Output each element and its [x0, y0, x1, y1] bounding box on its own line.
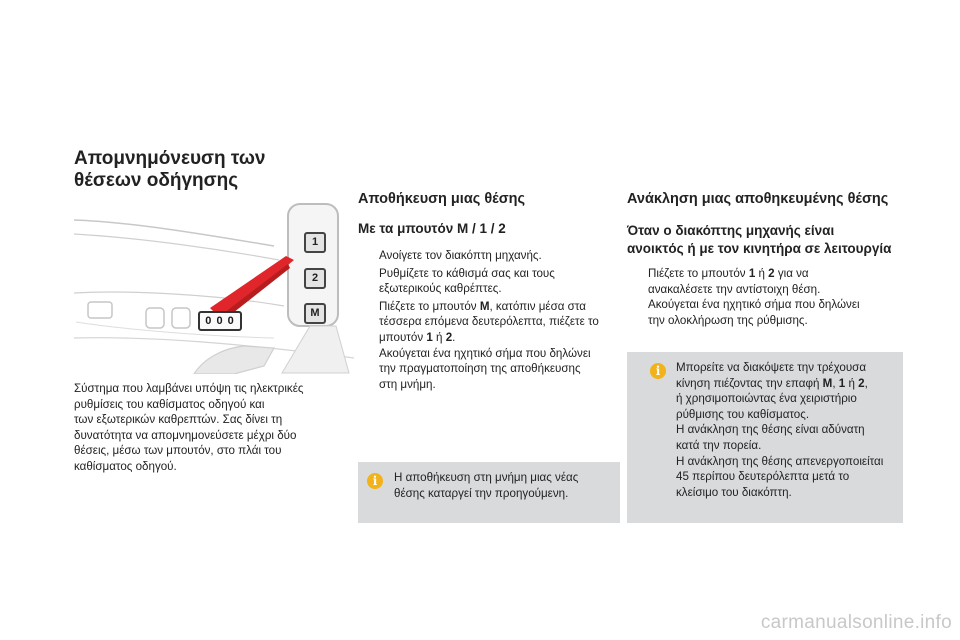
- memory-button-2: 2: [304, 268, 326, 289]
- bullet-text-line: Πιέζετε το μπουτόν 1 ή 2 για να: [648, 266, 907, 282]
- store-instructions: Ανοίγετε τον διακόπτη μηχανής. Ρυθμίζετε…: [358, 248, 623, 394]
- store-subheading: Με τα μπουτόν M / 1 / 2: [358, 221, 506, 236]
- note-line: κλείσιμο του διακόπτη.: [676, 485, 792, 499]
- subheading-line: Όταν ο διακόπτης μηχανής είναι: [627, 223, 835, 238]
- bullet-text-line: Πιέζετε το μπουτόν M, κατόπιν μέσα στα: [379, 299, 623, 315]
- page-title: Απομνημόνευση των θέσεων οδήγησης: [74, 148, 354, 192]
- subheading-line: ανοικτός ή με τον κινητήρα σε λειτουργία: [627, 241, 892, 256]
- note-line: Η ανάκληση της θέσης απενεργοποιείται: [676, 454, 884, 468]
- title-line-1: Απομνημόνευση των: [74, 148, 266, 169]
- memory-button-2-label: 2: [311, 272, 319, 284]
- bullet-text: Ακούγεται ένα ηχητικό σήμα που δηλώνει: [379, 346, 591, 360]
- note-line: Η αποθήκευση στη μνήμη μιας νέας: [394, 471, 579, 484]
- memory-button-1-label: 1: [311, 236, 319, 248]
- caption-line: των εξωτερικών καθρεπτών. Σας δίνει τη: [74, 413, 283, 427]
- text-run: ,: [864, 376, 868, 390]
- recall-note-text: Μπορείτε να διακόψετε την τρέχουσα κίνησ…: [676, 360, 898, 500]
- note-line: κίνηση πιέζοντας την επαφή M, 1 ή 2,: [676, 376, 898, 392]
- store-note-box: i Η αποθήκευση στη μνήμη μιας νέας θέσης…: [358, 462, 620, 523]
- bullet-text-line: μπουτόν 1 ή 2.: [379, 330, 623, 346]
- text-run: , κατόπιν μέσα στα: [489, 299, 586, 313]
- store-note-text: Η αποθήκευση στη μνήμη μιας νέας θέσης κ…: [394, 470, 614, 501]
- left-caption: Σύστημα που λαμβάνει υπόψη τις ηλεκτρικέ…: [74, 381, 354, 475]
- recall-instructions: Πιέζετε το μπουτόν 1 ή 2 για να ανακαλέσ…: [627, 266, 907, 330]
- recall-subheading: Όταν ο διακόπτης μηχανής είναι ανοικτός …: [627, 222, 927, 258]
- recall-note-box: i Μπορείτε να διακόψετε την τρέχουσα κίν…: [627, 352, 903, 523]
- note-line: 45 περίπου δευτερόλεπτα μετά το: [676, 470, 850, 484]
- text-run: για να: [774, 267, 809, 280]
- note-line: Μπορείτε να διακόψετε την τρέχουσα: [676, 361, 867, 374]
- title-line-2: θέσεων οδήγησης: [74, 170, 239, 191]
- note-line: Η ανάκληση της θέσης είναι αδύνατη: [676, 423, 865, 437]
- text-run: Πιέζετε το μπουτόν: [379, 299, 480, 313]
- button-ref: 2: [445, 330, 453, 344]
- button-ref: M: [822, 376, 833, 390]
- bullet-text: την πραγματοποίηση της αποθήκευσης: [379, 362, 581, 376]
- button-ref: 2: [858, 376, 865, 390]
- caption-line: καθίσματος οδηγού.: [74, 459, 177, 473]
- text-run: .: [452, 330, 456, 344]
- caption-line: Σύστημα που λαμβάνει υπόψη τις ηλεκτρικέ…: [74, 382, 304, 395]
- note-line: ή χρησιμοποιώντας ένα χειριστήριο: [676, 392, 857, 406]
- memory-button-m: M: [304, 303, 326, 324]
- button-ref: 1: [426, 330, 433, 344]
- text-run: Πιέζετε το μπουτόν: [648, 267, 749, 280]
- bullet-text: εξωτερικούς καθρέπτες.: [379, 282, 502, 296]
- memory-counter-display: 0 0 0: [198, 311, 242, 331]
- button-ref: 1: [838, 376, 846, 390]
- bullet-text: Ακούγεται ένα ηχητικό σήμα που δηλώνει: [648, 298, 860, 312]
- recall-heading: Ανάκληση μιας αποθηκευμένης θέσης: [627, 191, 889, 207]
- note-line: θέσης καταργεί την προηγούμενη.: [394, 486, 569, 500]
- memory-button-m-label: M: [310, 307, 320, 319]
- watermark: carmanualsonline.info: [760, 612, 952, 633]
- text-run: μπουτόν: [379, 330, 427, 344]
- memory-button-1: 1: [304, 232, 326, 253]
- door-panel-drawing: [73, 203, 355, 375]
- bullet-text: την ολοκλήρωση της ρύθμισης.: [648, 313, 808, 327]
- caption-line: θέσεις, μέσω των μπουτόν, στο πλάι του: [74, 444, 282, 458]
- list-item: Πιέζετε το μπουτόν M, κατόπιν μέσα στα τ…: [358, 299, 623, 393]
- text-run: ή: [432, 330, 446, 344]
- info-icon: i: [367, 473, 383, 489]
- bullet-text: στη μνήμη.: [379, 377, 436, 391]
- caption-line: ρυθμίσεις του καθίσματος οδηγού και: [74, 397, 265, 411]
- bullet-text: ανακαλέσετε την αντίστοιχη θέση.: [648, 282, 821, 296]
- list-item: Πιέζετε το μπουτόν 1 ή 2 για να ανακαλέσ…: [627, 266, 907, 328]
- button-ref: 2: [768, 267, 775, 280]
- button-ref: 1: [748, 267, 756, 280]
- list-item: Ρυθμίζετε το κάθισμά σας και τους εξωτερ…: [358, 266, 623, 297]
- store-heading: Αποθήκευση μιας θέσης: [358, 191, 526, 207]
- seat-memory-illustration: 0 0 0 1 2 M: [73, 198, 355, 375]
- memory-counter-digits: 0 0 0: [205, 315, 235, 327]
- list-item: Ανοίγετε τον διακόπτη μηχανής.: [358, 248, 623, 264]
- info-icon: i: [650, 363, 666, 379]
- note-line: κατά την πορεία.: [676, 438, 762, 452]
- caption-line: δυνατότητα να απομνημονεύσετε μέχρι δύο: [74, 428, 297, 442]
- text-run: κίνηση πιέζοντας την επαφή: [676, 376, 823, 390]
- bullet-text: τέσσερα επόμενα δευτερόλεπτα, πιέζετε το: [379, 315, 599, 329]
- bullet-text: Ρυθμίζετε το κάθισμά σας και τους: [379, 266, 555, 280]
- bullet-text: Ανοίγετε τον διακόπτη μηχανής.: [379, 249, 542, 262]
- text-run: ή: [845, 376, 859, 390]
- note-line: ρύθμισης του καθίσματος.: [676, 407, 810, 421]
- button-ref: M: [479, 299, 490, 313]
- text-run: ή: [755, 267, 769, 280]
- text-run: ,: [832, 376, 839, 390]
